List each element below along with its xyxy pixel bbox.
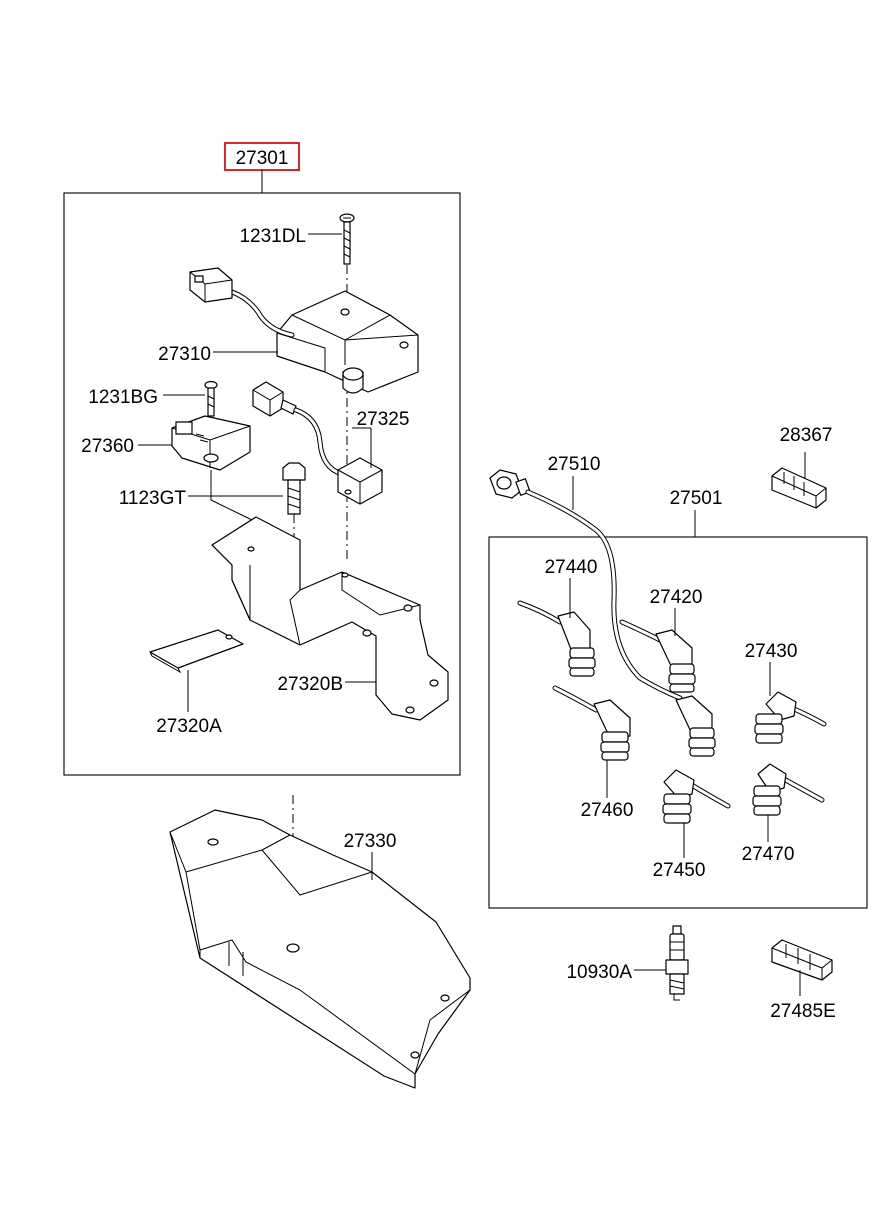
wire-27430-part (754, 691, 827, 744)
plate-27320a-part (149, 629, 244, 674)
sensor-27325-part (252, 381, 383, 505)
label-27320a: 27320A (156, 716, 222, 737)
screw-1231dl-part (339, 213, 355, 265)
label-28367: 28367 (780, 425, 833, 446)
label-27440: 27440 (545, 557, 598, 578)
screw-1231bg-part (204, 380, 218, 417)
label-27310: 27310 (158, 344, 211, 365)
module-27360-part (171, 415, 251, 471)
label-27430: 27430 (745, 641, 798, 662)
wire-27510-boot-part (675, 695, 716, 757)
label-1231bg: 1231BG (88, 387, 158, 408)
bracket-27320b-part (211, 516, 449, 721)
label-1123gt: 1123GT (119, 488, 187, 509)
cover-27330-part (169, 809, 471, 1089)
ignition-coil-part (189, 267, 419, 394)
clip-28367-part (771, 467, 827, 509)
spark-plug-10930a-part (665, 925, 689, 1001)
label-27330: 27330 (344, 831, 397, 852)
wire-27440-part (517, 600, 596, 677)
label-27485e: 27485E (770, 1001, 836, 1022)
label-27501: 27501 (670, 488, 723, 509)
label-1231dl: 1231DL (239, 226, 306, 247)
clip-27485e-part (771, 939, 833, 981)
label-27360: 27360 (81, 436, 134, 457)
wire-27470-part (752, 763, 825, 816)
label-27510: 27510 (548, 454, 601, 475)
label-27420: 27420 (650, 587, 703, 608)
label-27460: 27460 (581, 800, 634, 821)
label-27470: 27470 (742, 844, 795, 865)
label-27325: 27325 (357, 409, 410, 430)
wire-27450-part (662, 769, 731, 824)
label-27450: 27450 (653, 860, 706, 881)
label-27301: 27301 (236, 148, 289, 169)
cable-set-frame (488, 536, 868, 909)
wire-27420-part (619, 619, 696, 693)
wire-27460-part (552, 685, 631, 761)
cable-27510-part (489, 469, 683, 701)
bolt-1123gt-part (282, 462, 306, 515)
label-27320b: 27320B (277, 674, 343, 695)
label-10930a: 10930A (566, 962, 632, 983)
